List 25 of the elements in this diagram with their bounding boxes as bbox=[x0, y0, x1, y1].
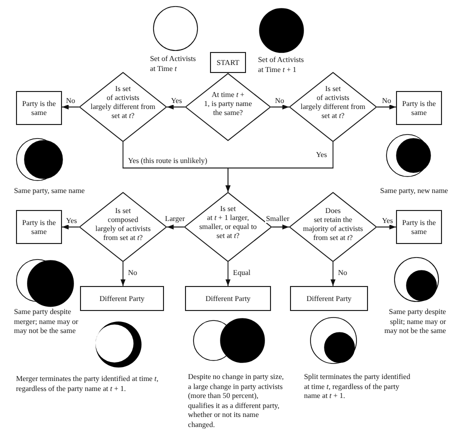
outcome-box bbox=[80, 286, 164, 311]
connector-arrow bbox=[226, 142, 334, 192]
outcome-box bbox=[290, 286, 368, 311]
connector-arrow bbox=[62, 104, 80, 110]
outcome-box bbox=[396, 91, 442, 125]
connector-arrow bbox=[226, 262, 230, 286]
decision-diamond bbox=[289, 72, 377, 142]
connector-arrow bbox=[330, 262, 336, 286]
start-box bbox=[210, 52, 246, 73]
outcome-box bbox=[16, 210, 62, 244]
connector-arrow bbox=[376, 104, 396, 110]
outcome-box bbox=[16, 91, 62, 125]
connector-arrow bbox=[166, 224, 184, 230]
decision-diamond bbox=[185, 73, 271, 141]
decision-diamond bbox=[79, 72, 167, 142]
decision-diamond bbox=[79, 192, 167, 262]
connector-arrow bbox=[62, 224, 80, 230]
outcome-box bbox=[396, 210, 442, 244]
decision-diamond bbox=[289, 192, 377, 262]
connector-arrow bbox=[120, 262, 126, 286]
connector-arrow bbox=[270, 104, 290, 110]
connector-arrow bbox=[166, 104, 186, 110]
connector-arrow bbox=[272, 224, 290, 230]
connector-arrow bbox=[376, 224, 396, 230]
outcome-box bbox=[185, 286, 271, 311]
